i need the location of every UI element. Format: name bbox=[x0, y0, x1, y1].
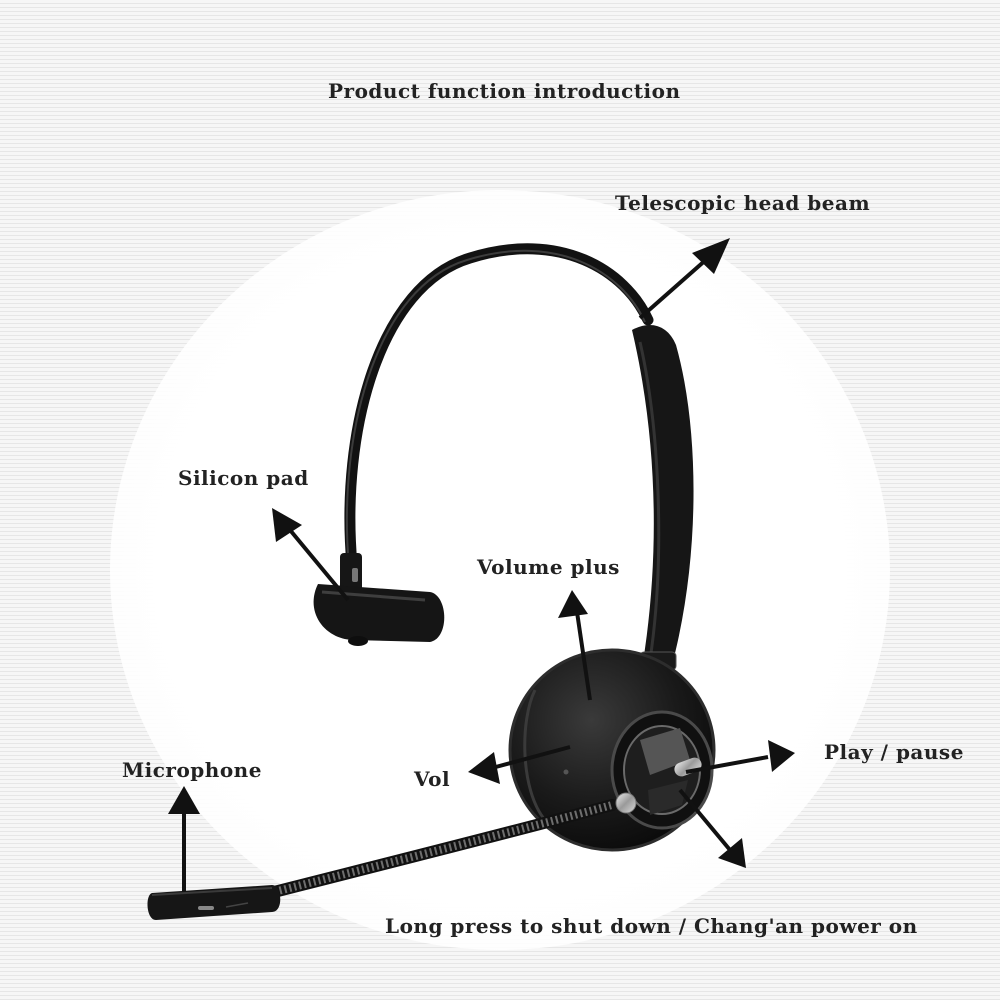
microphone-boom bbox=[147, 793, 636, 920]
arrow-microphone bbox=[168, 786, 200, 892]
label-play-pause: Play / pause bbox=[824, 740, 964, 764]
label-microphone: Microphone bbox=[122, 758, 262, 782]
label-power: Long press to shut down / Chang'an power… bbox=[385, 914, 918, 938]
arrow-telescopic-head-beam bbox=[640, 238, 730, 318]
arrow-power bbox=[680, 790, 746, 868]
label-vol: Vol bbox=[414, 767, 450, 791]
label-silicon-pad: Silicon pad bbox=[178, 466, 309, 490]
page-title: Product function introduction bbox=[328, 79, 681, 103]
silicon-pad bbox=[314, 553, 445, 646]
arrow-silicon-pad bbox=[272, 508, 348, 600]
label-telescopic-head-beam: Telescopic head beam bbox=[615, 191, 870, 215]
label-volume-plus: Volume plus bbox=[477, 555, 620, 579]
